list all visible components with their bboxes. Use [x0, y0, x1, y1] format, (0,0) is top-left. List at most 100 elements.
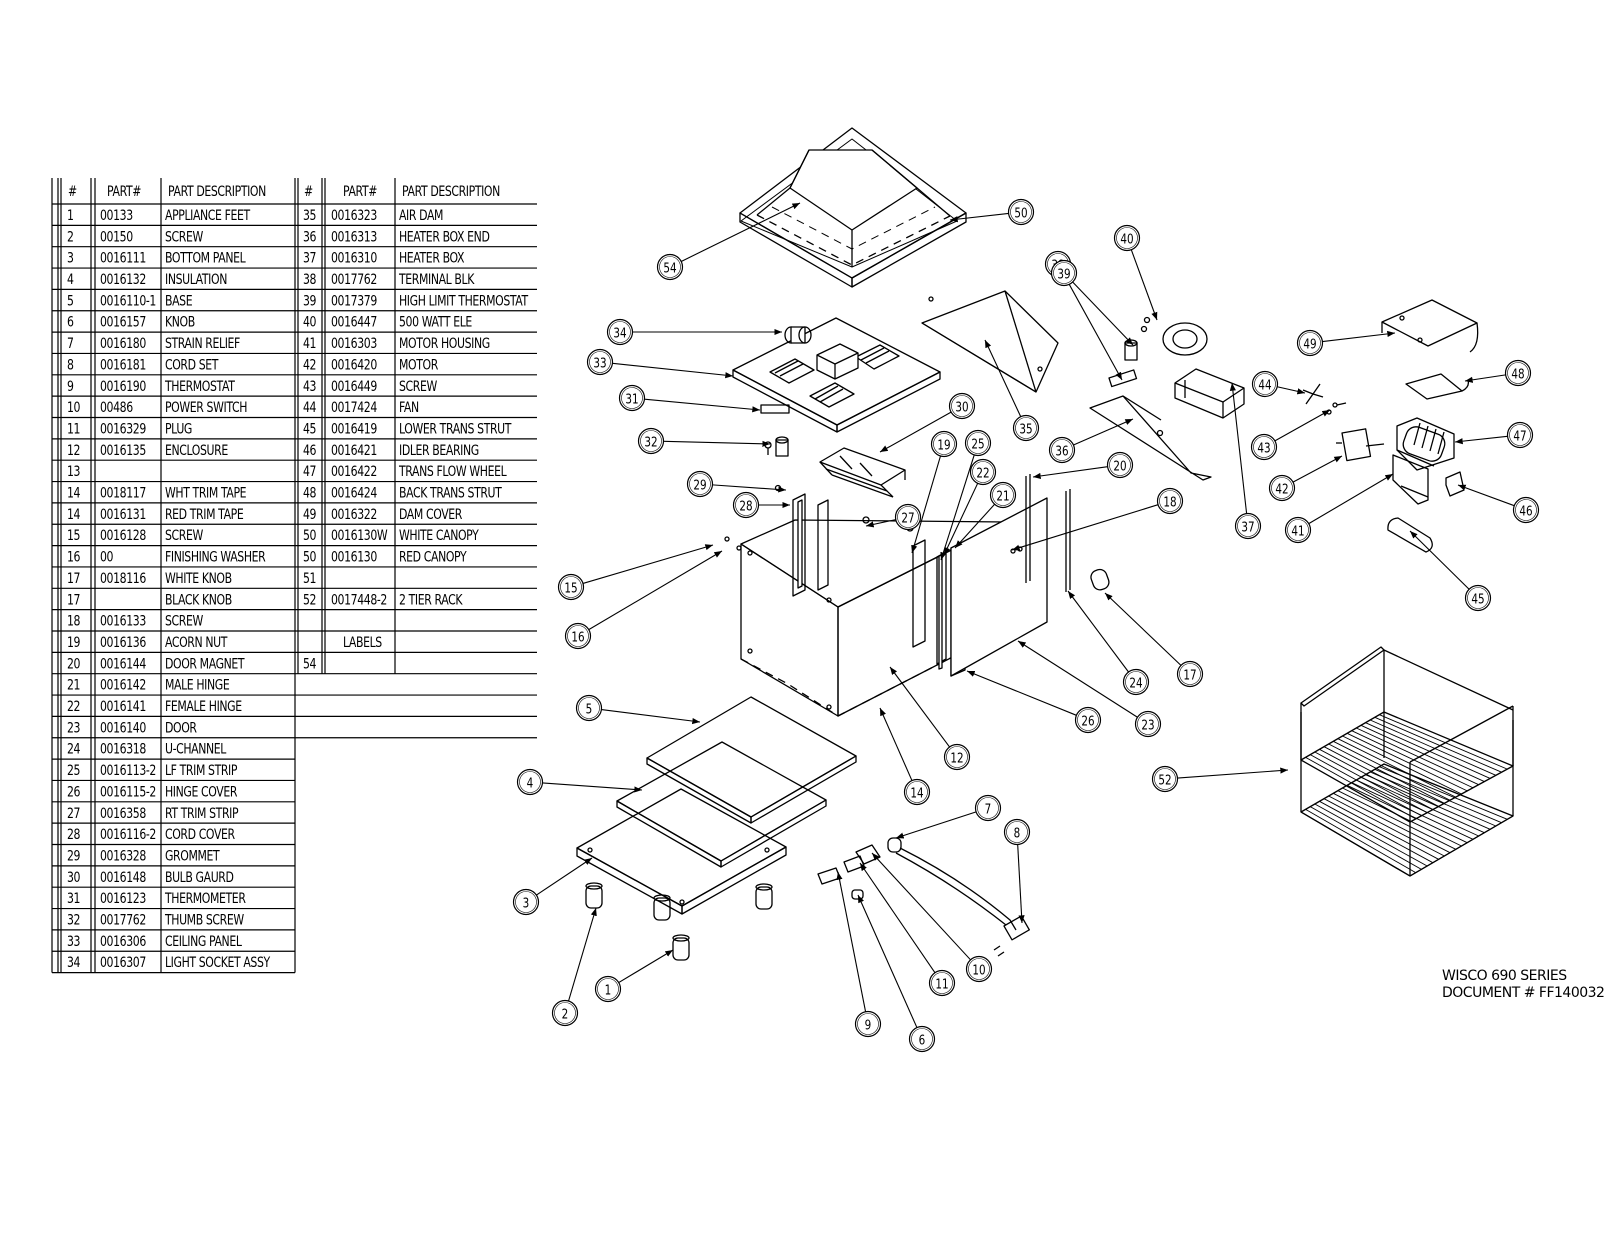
callout-49: 49: [1296, 329, 1324, 357]
table-cell-part: 0016136: [100, 634, 146, 651]
table-cell-desc: INSULATION: [165, 271, 227, 288]
table-cell-num: 41: [303, 335, 316, 352]
table-cell-part: 0016148: [100, 868, 146, 885]
table-cell-part: 0016144: [100, 655, 146, 672]
callout-39: 39: [1050, 259, 1078, 287]
callout-48: 48: [1504, 359, 1532, 387]
callout-leader-1: [618, 949, 674, 984]
table-cell-part: 0016422: [331, 463, 377, 480]
callout-leader-11: [859, 862, 936, 973]
callout-number-22: 22: [976, 465, 989, 480]
table-cell-part: 0018116: [100, 570, 146, 587]
callout-45: 45: [1464, 584, 1492, 612]
table-cell-num: 1: [67, 207, 74, 224]
table-cell-num: 6: [67, 313, 74, 330]
table-cell-part: 0016130W: [331, 527, 387, 544]
table-cell-desc: RED TRIM TAPE: [165, 506, 244, 523]
table-cell-desc: MALE HINGE: [165, 676, 230, 693]
table-cell-part: 0016141: [100, 698, 146, 715]
callout-number-47: 47: [1513, 428, 1526, 443]
callout-number-24: 24: [1129, 675, 1142, 690]
table-cell-desc: WHT TRIM TAPE: [165, 484, 247, 501]
callout-10: 10: [965, 955, 993, 983]
callout-number-8: 8: [1014, 825, 1021, 840]
table-cell-part: 0016111: [100, 249, 146, 266]
callout-12: 12: [943, 743, 971, 771]
callout-number-14: 14: [910, 785, 923, 800]
callout-number-10: 10: [972, 962, 985, 977]
ceiling-panel-drawing: [732, 317, 941, 498]
table-cell-part: LABELS: [343, 634, 382, 651]
table-cell-num: 26: [67, 783, 81, 800]
table-cell-part: 0016135: [100, 441, 146, 458]
parts-table-text: #PART#PART DESCRIPTION#PART#PART DESCRIP…: [67, 183, 529, 971]
callout-30: 30: [948, 392, 976, 420]
callout-16: 16: [564, 622, 592, 650]
table-cell-num: 11: [67, 420, 80, 437]
table-cell-desc: ENCLOSURE: [165, 441, 228, 458]
table-cell-num: 35: [303, 207, 316, 224]
table-cell-num: 29: [67, 847, 81, 864]
foot-1: [585, 882, 603, 909]
callout-34: 34: [606, 318, 634, 346]
callout-50: 50: [1007, 198, 1035, 226]
callout-leader-37: [1229, 382, 1248, 514]
callout-number-11: 11: [935, 976, 948, 991]
table-cell-part: 0016328: [100, 847, 146, 864]
callout-41: 41: [1284, 516, 1312, 544]
table-cell-desc: AIR DAM: [399, 207, 443, 224]
callout-20: 20: [1106, 451, 1134, 479]
callout-number-40: 40: [1120, 231, 1133, 246]
callout-number-9: 9: [865, 1017, 872, 1032]
callout-22: 22: [969, 458, 997, 486]
table-cell-part: 00: [100, 548, 114, 565]
table-cell-num: 52: [303, 591, 316, 608]
table-cell-num: 4: [67, 271, 74, 288]
callout-47: 47: [1506, 421, 1534, 449]
callout-leader-27: [865, 519, 896, 528]
table-cell-desc: DOOR MAGNET: [165, 655, 245, 672]
callout-leader-30: [879, 411, 952, 453]
fan-blades: [1302, 383, 1324, 405]
table-cell-num: 44: [303, 399, 317, 416]
callout-27: 27: [894, 503, 922, 531]
callout-leader-50: [949, 212, 1009, 223]
callout-number-26: 26: [1081, 713, 1094, 728]
table-cell-num: 23: [67, 719, 80, 736]
callout-46: 46: [1512, 496, 1540, 524]
table-cell-num: 48: [303, 484, 317, 501]
callout-number-50: 50: [1014, 205, 1027, 220]
table-cell-num: 40: [303, 313, 317, 330]
callout-leader-3: [536, 857, 593, 896]
table-header-desc-left: PART DESCRIPTION: [168, 183, 266, 200]
table-cell-desc: RED CANOPY: [399, 548, 467, 565]
callout-37: 37: [1234, 512, 1262, 540]
callout-23: 23: [1134, 710, 1162, 738]
callout-leader-22: [943, 483, 979, 556]
callout-leader-23: [1017, 640, 1138, 718]
table-cell-num: 22: [67, 698, 80, 715]
callout-number-46: 46: [1519, 503, 1532, 518]
table-cell-num: 15: [67, 527, 80, 544]
table-cell-num: 33: [67, 933, 80, 950]
callout-number-37: 37: [1241, 519, 1254, 534]
table-cell-desc: GROMMET: [165, 847, 220, 864]
table-cell-num: 10: [67, 399, 81, 416]
callout-leader-44: [1277, 386, 1306, 395]
table-cell-num: 17: [67, 591, 80, 608]
table-cell-desc: APPLIANCE FEET: [165, 207, 250, 224]
callout-leader-8: [1017, 844, 1025, 924]
table-cell-num: 24: [67, 740, 81, 757]
callout-leader-35: [984, 339, 1022, 417]
table-cell-desc: ACORN NUT: [165, 634, 228, 651]
air-dam-drawing: [921, 290, 1059, 393]
foot-4: [672, 934, 690, 961]
table-cell-num: 18: [67, 612, 81, 629]
callout-3: 3: [512, 888, 540, 916]
table-cell-desc: 2 TIER RACK: [399, 591, 463, 608]
table-header-num-left: #: [68, 183, 77, 200]
callout-number-35: 35: [1019, 421, 1032, 436]
table-cell-num: 20: [67, 655, 81, 672]
parts-table-grid: [51, 178, 537, 974]
callout-4: 4: [516, 768, 544, 796]
